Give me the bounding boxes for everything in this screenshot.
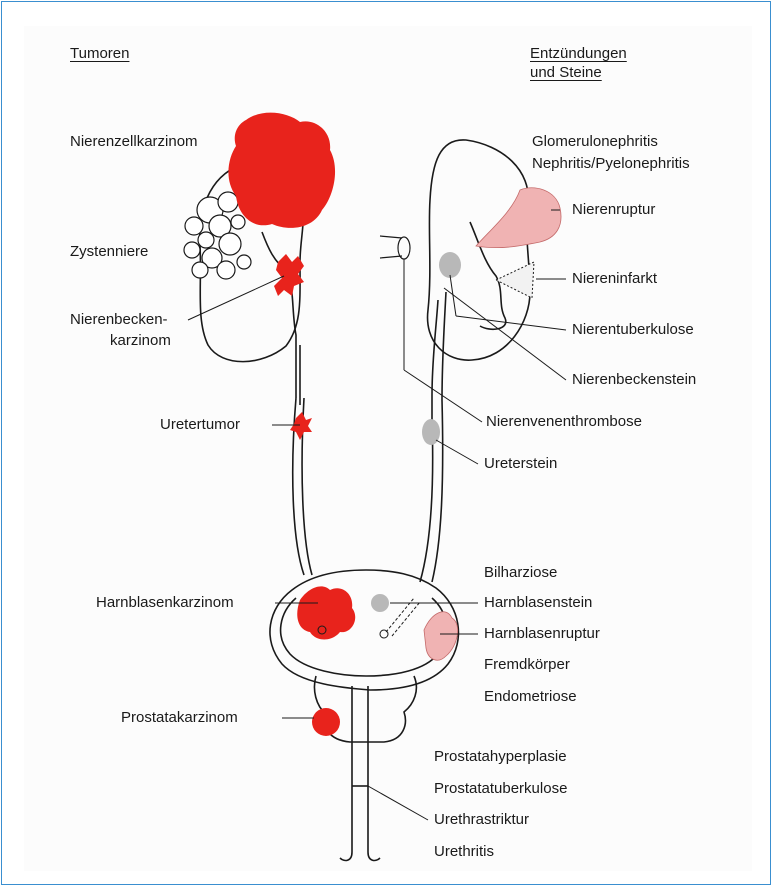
prostate-carcinoma xyxy=(312,708,340,736)
header-entzuendungen-line2: und Steine xyxy=(530,63,627,82)
label-prostatahyperplasie: Prostatahyperplasie xyxy=(434,748,567,766)
renal-cell-carcinoma xyxy=(228,113,335,228)
label-nierenzellkarzinom: Nierenzellkarzinom xyxy=(70,133,198,151)
label-urethritis: Urethritis xyxy=(434,843,494,861)
label-harnblasenstein: Harnblasenstein xyxy=(484,594,592,612)
right-kidney-outline xyxy=(428,140,530,360)
label-nierenbecken-line2: karzinom xyxy=(110,332,171,350)
label-prostatakarzinom: Prostatakarzinom xyxy=(121,709,238,727)
right-renal-pelvis xyxy=(432,292,446,420)
label-harnblasenkarzinom: Harnblasenkarzinom xyxy=(96,594,234,612)
label-urethrastriktur: Urethrastriktur xyxy=(434,811,529,829)
label-zystenniere: Zystenniere xyxy=(70,243,148,261)
header-entzuendungen-line1: Entzündungen xyxy=(530,44,627,63)
left-renal-pelvis xyxy=(262,232,296,398)
label-nierenvenenthrombose: Nierenvenenthrombose xyxy=(486,413,642,431)
urethra-end xyxy=(340,852,380,860)
header-entzuendungen: Entzündungen und Steine xyxy=(530,44,627,82)
label-nierenbecken-line1: Nierenbecken- xyxy=(70,311,168,329)
leader-lines xyxy=(188,210,566,820)
label-niereninfarkt: Niereninfarkt xyxy=(572,270,657,288)
stones xyxy=(371,252,461,612)
label-nierenbeckenstein: Nierenbeckenstein xyxy=(572,371,696,389)
label-nierentuberkulose: Nierentuberkulose xyxy=(572,321,694,339)
label-endometriose: Endometriose xyxy=(484,688,577,706)
header-tumoren: Tumoren xyxy=(70,44,129,63)
bladder-stone xyxy=(371,594,389,612)
label-prostatatuberkulose: Prostatatuberkulose xyxy=(434,780,567,798)
label-ureterstein: Ureterstein xyxy=(484,455,557,473)
label-fremdkoerper: Fremdkörper xyxy=(484,656,570,674)
kidney-infarct xyxy=(496,262,534,298)
bladder-rupture xyxy=(424,612,458,660)
label-nierenruptur: Nierenruptur xyxy=(572,201,655,219)
kidney-rupture xyxy=(476,188,561,248)
label-glomerulonephritis: Glomerulonephritis xyxy=(532,133,658,151)
tuberculosis-spot xyxy=(439,252,461,278)
vein-thrombosis-marker xyxy=(380,236,410,259)
urethra xyxy=(352,686,368,852)
tumors xyxy=(228,113,355,736)
label-uretertumor: Uretertumor xyxy=(160,416,240,434)
label-bilharziose: Bilharziose xyxy=(484,564,557,582)
label-nephritis: Nephritis/Pyelonephritis xyxy=(532,155,690,173)
label-harnblasenruptur: Harnblasenruptur xyxy=(484,625,600,643)
